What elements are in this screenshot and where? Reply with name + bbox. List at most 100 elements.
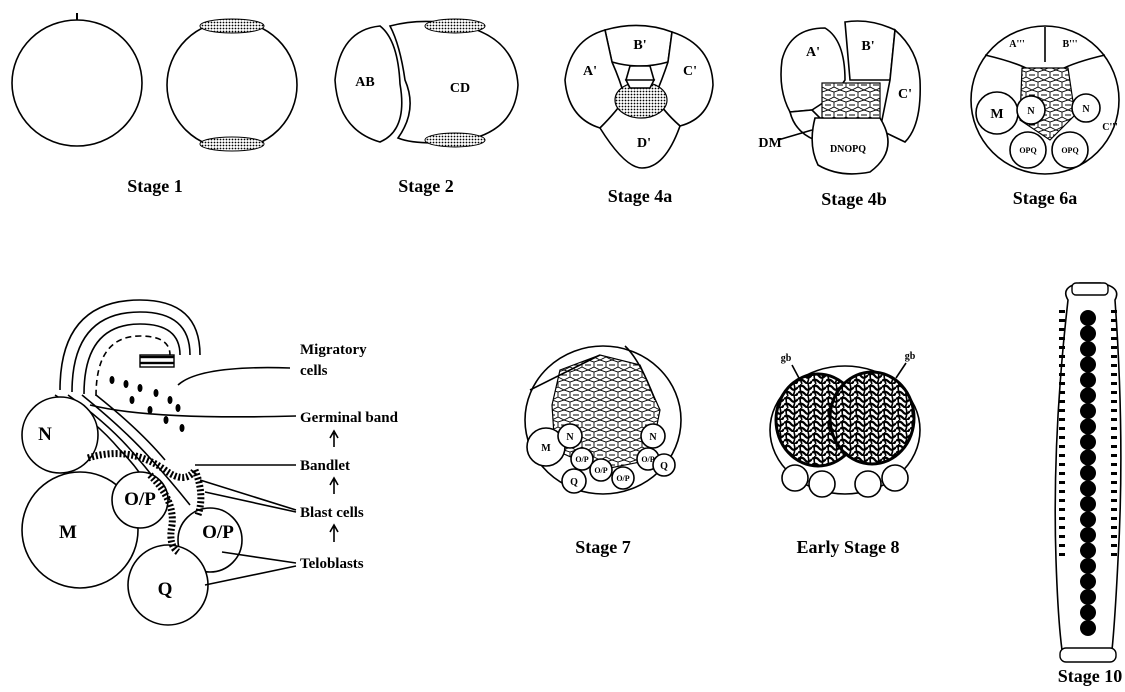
stage-6a-cell-a-label: A''' — [1009, 39, 1025, 50]
ganglion-11 — [1080, 465, 1096, 481]
teloblast-cell-q-label: Q — [158, 579, 173, 600]
ganglion-12 — [1080, 481, 1096, 497]
stage-1-egg-right — [167, 21, 297, 149]
stage-4b-cell-a-label: A' — [806, 45, 820, 60]
teloblast-cell-m-label: M — [59, 522, 77, 543]
stage-2-teloplasm-top — [425, 19, 485, 33]
stage-7-cell-q1-label: Q — [570, 477, 578, 488]
ganglion-10 — [1080, 450, 1096, 466]
blast-cells-leader — [200, 480, 296, 512]
migratory-cells-dots — [110, 376, 185, 432]
ganglion-2 — [1080, 326, 1096, 342]
stage-1-teloplasm-bottom — [200, 137, 264, 151]
ganglion-13 — [1080, 496, 1096, 512]
stage-6a-cell-n1-label: N — [1027, 106, 1035, 117]
ganglion-20 — [1080, 605, 1096, 621]
stage-4a-group: A' B' C' D' Stage 4a — [565, 25, 713, 206]
teloblast-cell-n-label: N — [38, 424, 52, 445]
stage-10-group: Stage 10 — [1055, 283, 1122, 686]
annotation-migratory-line1: Migratory — [300, 342, 367, 358]
stage-2-group: AB CD Stage 2 — [335, 19, 518, 196]
stage-4b-group: A' B' C' DM DNOPQ Stage 4b — [758, 21, 920, 209]
blast-cell-bandlet-3 — [195, 470, 201, 515]
ganglion-21 — [1080, 620, 1096, 636]
teloblast-diagram-group: N M O/P O/P Q Migratory cells Germinal b… — [22, 300, 399, 625]
stage-6a-cell-c-label: C''' — [1102, 122, 1118, 133]
stage-2-teloplasm-bottom — [425, 133, 485, 147]
ganglion-18 — [1080, 574, 1096, 590]
ganglion-7 — [1080, 403, 1096, 419]
stage-4b-cell-dm-label: DM — [758, 136, 781, 151]
germinal-band-arrow — [330, 431, 338, 447]
stage-7-cell-m-label: M — [541, 443, 551, 454]
stage-6a-cell-n2-label: N — [1082, 104, 1090, 115]
ganglion-19 — [1080, 589, 1096, 605]
stage-7-cell-op3-label: O/P — [616, 474, 629, 483]
stage-6a-group: A''' B''' C''' M N N OPQ OPQ Stage 6a — [971, 26, 1119, 208]
annotation-teloblasts: Teloblasts — [300, 556, 364, 572]
stage-10-label: Stage 10 — [1058, 666, 1123, 686]
stage-1-egg-left — [12, 20, 142, 146]
stage-8-gb-leader-left — [792, 365, 800, 380]
stage-10-anterior-cap — [1072, 283, 1108, 295]
blast-cells-arrow — [330, 525, 338, 542]
teloblast-cell-op1-label: O/P — [124, 489, 156, 510]
stage-8-gb-leader-right — [896, 363, 906, 378]
stage-7-group: M N N O/P O/P O/P O/P Q Q Stage 7 — [525, 346, 681, 557]
ganglion-1 — [1080, 310, 1096, 326]
stage-4a-micromeres — [626, 66, 654, 88]
teloblast-cell-op2-label: O/P — [202, 522, 234, 543]
stage-6a-cell-opq1-label: OPQ — [1019, 146, 1036, 155]
stage-7-cell-q2-label: Q — [660, 461, 668, 472]
migratory-cells-leader — [178, 368, 290, 385]
ganglion-17 — [1080, 558, 1096, 574]
stage-2-cell-ab-label: AB — [355, 75, 374, 90]
stage-8-gb-label-left: gb — [781, 353, 792, 364]
stage-7-cell-n2-label: N — [649, 432, 657, 443]
ganglion-8 — [1080, 419, 1096, 435]
stage-2-label: Stage 2 — [398, 176, 454, 196]
stage-4a-cell-d-label: D' — [637, 136, 651, 151]
migratory-cells-cluster — [140, 355, 174, 367]
teloblast-cell-n — [22, 397, 98, 473]
stage-7-cell-n1-label: N — [566, 432, 574, 443]
annotation-migratory-line2: cells — [300, 363, 328, 379]
stage-10-ventral-ganglia — [1080, 310, 1096, 636]
stage-4b-cell-c-label: C' — [898, 87, 912, 102]
stage-6a-cell-b-label: B''' — [1062, 39, 1077, 50]
bandlet-arrow — [330, 478, 338, 494]
stage-6a-cell-opq2-label: OPQ — [1061, 146, 1078, 155]
ganglion-3 — [1080, 341, 1096, 357]
stage-8-label: Early Stage 8 — [797, 537, 900, 557]
ganglion-9 — [1080, 434, 1096, 450]
stage-1-teloplasm-top — [200, 19, 264, 33]
annotation-bandlet: Bandlet — [300, 458, 350, 474]
stage-4b-cell-dnopq-label: DNOPQ — [830, 144, 866, 155]
stage-4b-label: Stage 4b — [821, 189, 887, 209]
annotation-blast-cells: Blast cells — [300, 505, 364, 521]
stage-2-cell-cd-label: CD — [450, 81, 470, 96]
stage-8-germinal-band-right — [830, 372, 914, 464]
stage-4b-cell-b-label: B' — [861, 39, 874, 54]
stage-4a-cell-b-label: B' — [633, 38, 646, 53]
ganglion-14 — [1080, 512, 1096, 528]
ganglion-4 — [1080, 357, 1096, 373]
stage-8-group: gb gb Early Stage 8 — [770, 351, 920, 557]
ganglion-6 — [1080, 388, 1096, 404]
ganglion-16 — [1080, 543, 1096, 559]
stage-4b-micromere-cluster — [822, 83, 880, 118]
stage-6a-cell-m-label: M — [990, 107, 1003, 122]
stage-7-cell-op2-label: O/P — [594, 466, 607, 475]
stage-4a-cell-c-label: C' — [683, 64, 697, 79]
annotation-germinal-band: Germinal band — [300, 410, 399, 426]
stage-4a-cell-a-label: A' — [583, 64, 597, 79]
ganglion-15 — [1080, 527, 1096, 543]
stage-7-label: Stage 7 — [575, 537, 631, 557]
stage-1-group: Stage 1 — [12, 13, 297, 196]
ganglion-5 — [1080, 372, 1096, 388]
stage-1-label: Stage 1 — [127, 176, 183, 196]
stage-10-posterior-sucker — [1060, 648, 1116, 662]
stage-8-gb-label-right: gb — [905, 351, 916, 362]
stage-6a-label: Stage 6a — [1013, 188, 1078, 208]
